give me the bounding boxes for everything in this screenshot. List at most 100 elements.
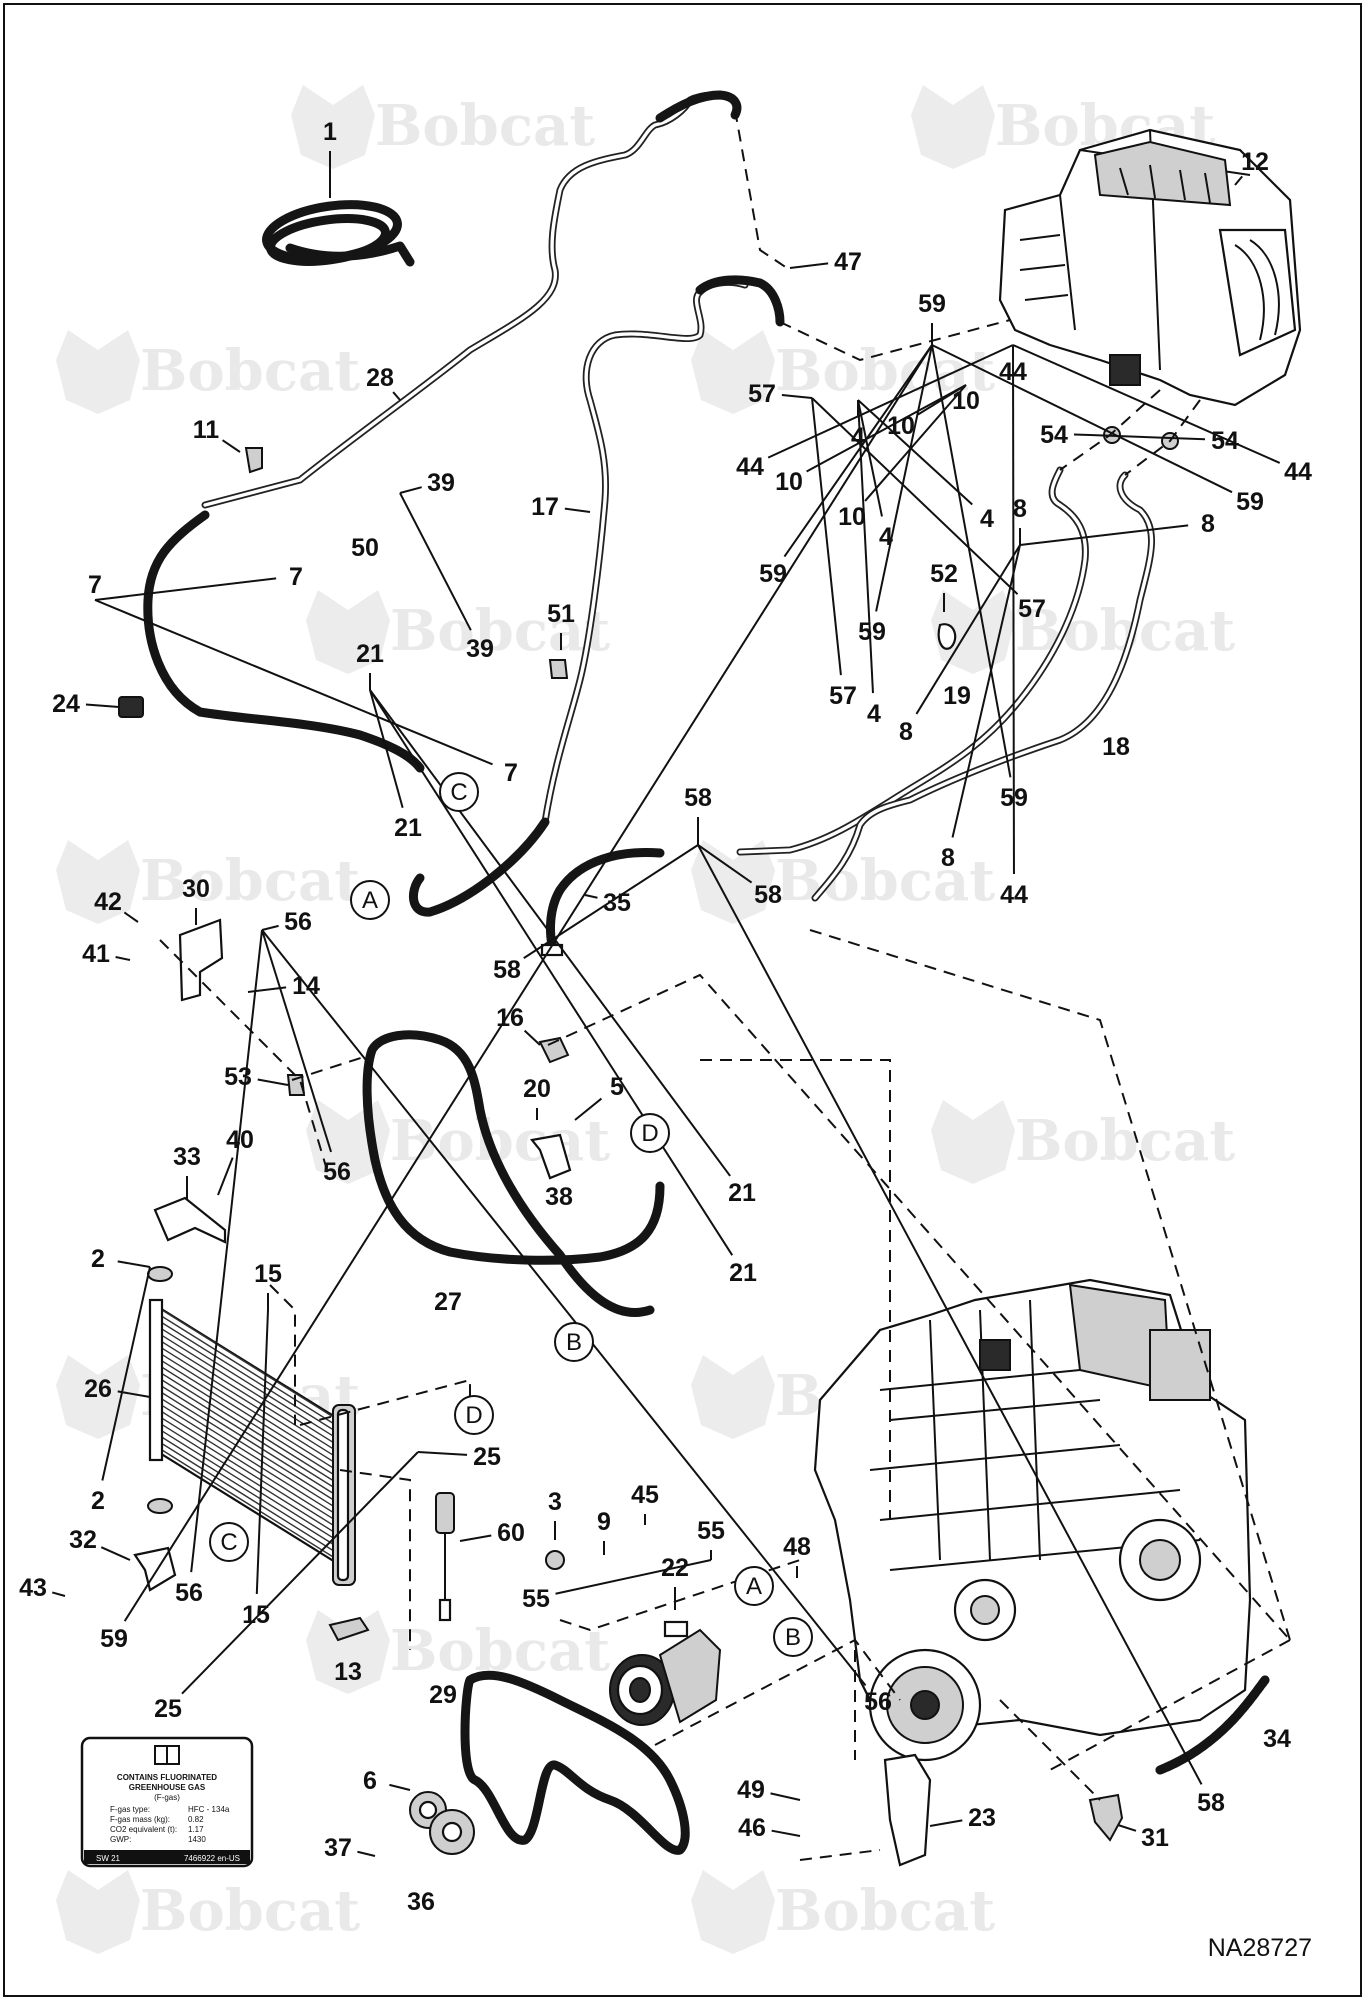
leader-line-7 [94, 599, 493, 766]
clamp-51[interactable] [548, 659, 569, 679]
condenser-fin [161, 1379, 339, 1491]
assembly-dash-14 [654, 1638, 901, 1746]
plug-24[interactable] [118, 696, 144, 718]
assembly-dash-5 [1049, 1639, 1291, 1771]
label-row-value: 1430 [188, 1835, 206, 1844]
leader-line-59 [931, 344, 1233, 494]
callout-31: 31 [1141, 1824, 1169, 1852]
hose-24[interactable] [143, 510, 425, 773]
hose-27[interactable] [362, 1030, 665, 1318]
belt-tensioner[interactable] [409, 1791, 475, 1855]
bracket-30[interactable] [178, 918, 224, 1002]
callout-4: 4 [867, 700, 881, 728]
callout-54: 54 [1040, 421, 1068, 449]
callout-44: 44 [999, 358, 1027, 386]
bracket-33[interactable] [153, 1196, 227, 1244]
callout-20: 20 [523, 1075, 551, 1103]
condenser-fin [161, 1360, 339, 1472]
leader-line-56 [261, 924, 279, 931]
leader-line-59 [931, 344, 1012, 778]
leader-line-4 [857, 399, 874, 694]
bracket-20[interactable] [529, 1133, 572, 1180]
bracket-32[interactable] [133, 1546, 177, 1592]
callout-51: 51 [547, 600, 575, 628]
tube-17[interactable] [409, 275, 785, 917]
leader-line-21 [369, 689, 404, 808]
callout-4: 4 [980, 505, 994, 533]
callout-58: 58 [684, 784, 712, 812]
callout-15: 15 [242, 1601, 270, 1629]
watermark-14: Bobcat [56, 1870, 360, 1954]
drawing-number: NA28727 [1208, 1934, 1312, 1962]
watermark-4: Bobcat [306, 590, 610, 674]
leader-line-53 [257, 1078, 289, 1086]
condenser-fin [161, 1423, 339, 1536]
fitting-16[interactable] [538, 1036, 570, 1064]
pressure-switch-60[interactable] [435, 1492, 455, 1622]
engine[interactable] [813, 1278, 1252, 1762]
leader-line-26 [117, 1390, 151, 1398]
bracket-23[interactable] [883, 1753, 932, 1867]
fitting-31[interactable] [1088, 1793, 1124, 1842]
drive-belt[interactable] [460, 1670, 690, 1855]
clip-11[interactable] [244, 447, 263, 474]
assembly-dash-12 [339, 1469, 411, 1650]
callout-8: 8 [1013, 495, 1027, 523]
callout-1: 1 [323, 118, 337, 146]
fgas-label: CONTAINS FLUORINATED GREENHOUSE GAS (F-g… [80, 1736, 254, 1868]
assembly-dash-7 [1124, 399, 1201, 476]
connector-letter: B [785, 1624, 801, 1651]
condenser[interactable] [147, 1266, 342, 1567]
leader-line-39 [399, 492, 472, 631]
connector-C: C [209, 1522, 249, 1562]
callout-57: 57 [748, 380, 776, 408]
evaporator-unit[interactable] [998, 128, 1302, 407]
leader-line-57 [811, 397, 1019, 595]
callout-55: 55 [522, 1585, 550, 1613]
callout-37: 37 [324, 1834, 352, 1862]
leader-line-40 [217, 1157, 234, 1196]
callout-9: 9 [597, 1508, 611, 1536]
receiver-drier[interactable] [332, 1404, 356, 1586]
tube-28[interactable] [201, 90, 742, 509]
assembly-dash-8 [291, 1054, 371, 1081]
assembly-dash-13 [559, 1559, 801, 1632]
clamp-52[interactable] [937, 623, 957, 650]
callout-58: 58 [1197, 1789, 1225, 1817]
callout-60: 60 [497, 1519, 525, 1547]
leader-line-39 [399, 486, 422, 494]
callout-38: 38 [545, 1183, 573, 1211]
block-13[interactable] [328, 1616, 370, 1642]
assembly-dash-6 [1059, 389, 1161, 471]
label-row-value: 0.82 [188, 1815, 204, 1824]
tube-18[interactable] [811, 471, 1155, 902]
leader-line-10 [806, 384, 967, 473]
leader-line-56 [261, 929, 867, 1686]
compressor[interactable] [609, 1620, 722, 1726]
callout-39: 39 [427, 469, 455, 497]
leader-line-57 [781, 393, 813, 399]
coiled-drain-hose[interactable] [262, 197, 415, 268]
callout-55: 55 [697, 1517, 725, 1545]
leader-line-43 [51, 1591, 66, 1597]
leader-line-55 [555, 1559, 712, 1595]
callout-8: 8 [1201, 510, 1215, 538]
condenser-fin [161, 1449, 339, 1561]
label-row-value: HFC - 134a [188, 1805, 230, 1814]
condenser-fin [161, 1309, 339, 1421]
connector-B: B [773, 1617, 813, 1657]
callout-59: 59 [759, 560, 787, 588]
callout-21: 21 [394, 814, 422, 842]
leader-line-31 [1117, 1824, 1137, 1832]
valve-3[interactable] [545, 1550, 565, 1570]
callout-15: 15 [254, 1260, 282, 1288]
callout-16: 16 [496, 1004, 524, 1032]
leader-line-10 [864, 384, 967, 502]
callout-32: 32 [69, 1526, 97, 1554]
hose-34[interactable] [1155, 1675, 1270, 1775]
condenser-fin [161, 1322, 339, 1434]
leader-line-60 [459, 1534, 492, 1542]
leader-line-44 [1012, 344, 1281, 464]
callout-54: 54 [1211, 427, 1239, 455]
condenser-fin [161, 1353, 339, 1466]
